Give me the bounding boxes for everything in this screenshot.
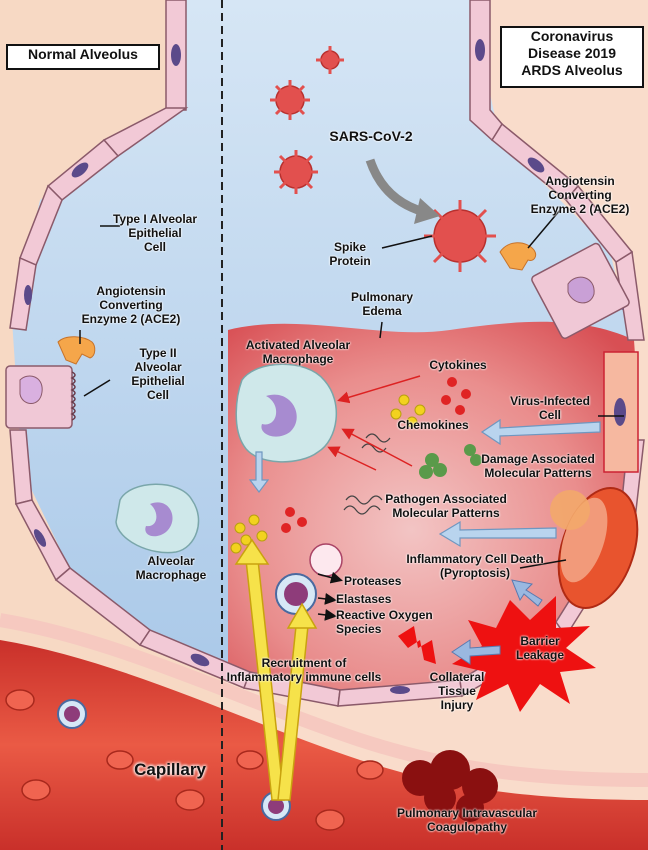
- alveolar-macrophage-label: Alveolar Macrophage: [135, 554, 207, 582]
- red-blood-cells: [5, 689, 384, 831]
- type2-cell-label: Type II Alveolar Epithelial Cell: [131, 346, 185, 402]
- virus-approach-arrow: [365, 158, 426, 217]
- cytokine-dots: [281, 377, 471, 533]
- left-panel-title: Normal Alveolus: [6, 44, 160, 70]
- damp-clusters: [419, 444, 482, 479]
- alveolar-macrophage: [115, 483, 200, 554]
- barrier-leakage-label: Barrier Leakage: [515, 634, 565, 662]
- clot: [402, 750, 498, 822]
- leak-arrows: [451, 579, 543, 665]
- ace2-receptor-left: [57, 336, 96, 365]
- collateral-injury-label: Collateral Tissue Injury: [429, 670, 485, 712]
- cytokines-label: Cytokines: [429, 358, 487, 372]
- pamps-label: Pathogen Associated Molecular Patterns: [385, 492, 507, 520]
- recruitment-arrows: [234, 538, 318, 801]
- capillary-label: Capillary: [134, 760, 206, 779]
- sars-cov-2-label: SARS-CoV-2: [329, 128, 413, 144]
- activated-macrophage-label: Activated Alveolar Macrophage: [245, 338, 351, 366]
- type1-cell-label: Type I Alveolar Epithelial Cell: [112, 212, 198, 254]
- type2-cell-left: [5, 365, 76, 429]
- chemokine-dots: [230, 394, 426, 554]
- immune-cells: [57, 543, 343, 821]
- barrier-leakage-burst: [452, 596, 596, 712]
- recruitment-label: Recruitment of Inflammatory immune cells: [226, 656, 382, 684]
- signal-arrows: [327, 375, 421, 471]
- activated-macrophage: [235, 363, 338, 463]
- pyroptotic-cell: [550, 486, 639, 610]
- lightning-bolt: [398, 626, 436, 664]
- pyroptosis-label: Inflammatory Cell Death (Pyroptosis): [406, 552, 544, 580]
- release-arrows: [248, 418, 601, 548]
- virus-approach-arrowhead: [414, 198, 440, 224]
- damps-label: Damage Associated Molecular Patterns: [481, 452, 595, 480]
- virus-spikes: [270, 46, 496, 272]
- virus-infected-label: Virus-Infected Cell: [510, 394, 590, 422]
- leader-lines: [79, 209, 624, 569]
- proteases-label: Proteases: [344, 574, 402, 588]
- pamp-squiggles: [343, 433, 391, 515]
- pulmonary-edema-label: Pulmonary Edema: [350, 290, 413, 318]
- ace2-right-label: Angiotensin Converting Enzyme 2 (ACE2): [530, 174, 630, 216]
- right-panel-title: Coronavirus Disease 2019 ARDS Alveolus: [500, 26, 644, 88]
- capillary-wall: [0, 613, 648, 787]
- chemokines-label: Chemokines: [397, 418, 469, 432]
- ace2-left-label: Angiotensin Converting Enzyme 2 (ACE2): [81, 284, 181, 326]
- type2-cell-right: [531, 242, 630, 339]
- coagulopathy-label: Pulmonary Intravascular Coagulopathy: [396, 806, 538, 834]
- spike-protein-label: Spike Protein: [329, 240, 371, 268]
- ros-label: Reactive Oxygen Species: [336, 608, 433, 636]
- ace2-receptor-right: [499, 242, 537, 271]
- product-arrows: [317, 571, 343, 621]
- virus-infected-cell: [603, 351, 639, 473]
- elastases-label: Elastases: [336, 592, 392, 606]
